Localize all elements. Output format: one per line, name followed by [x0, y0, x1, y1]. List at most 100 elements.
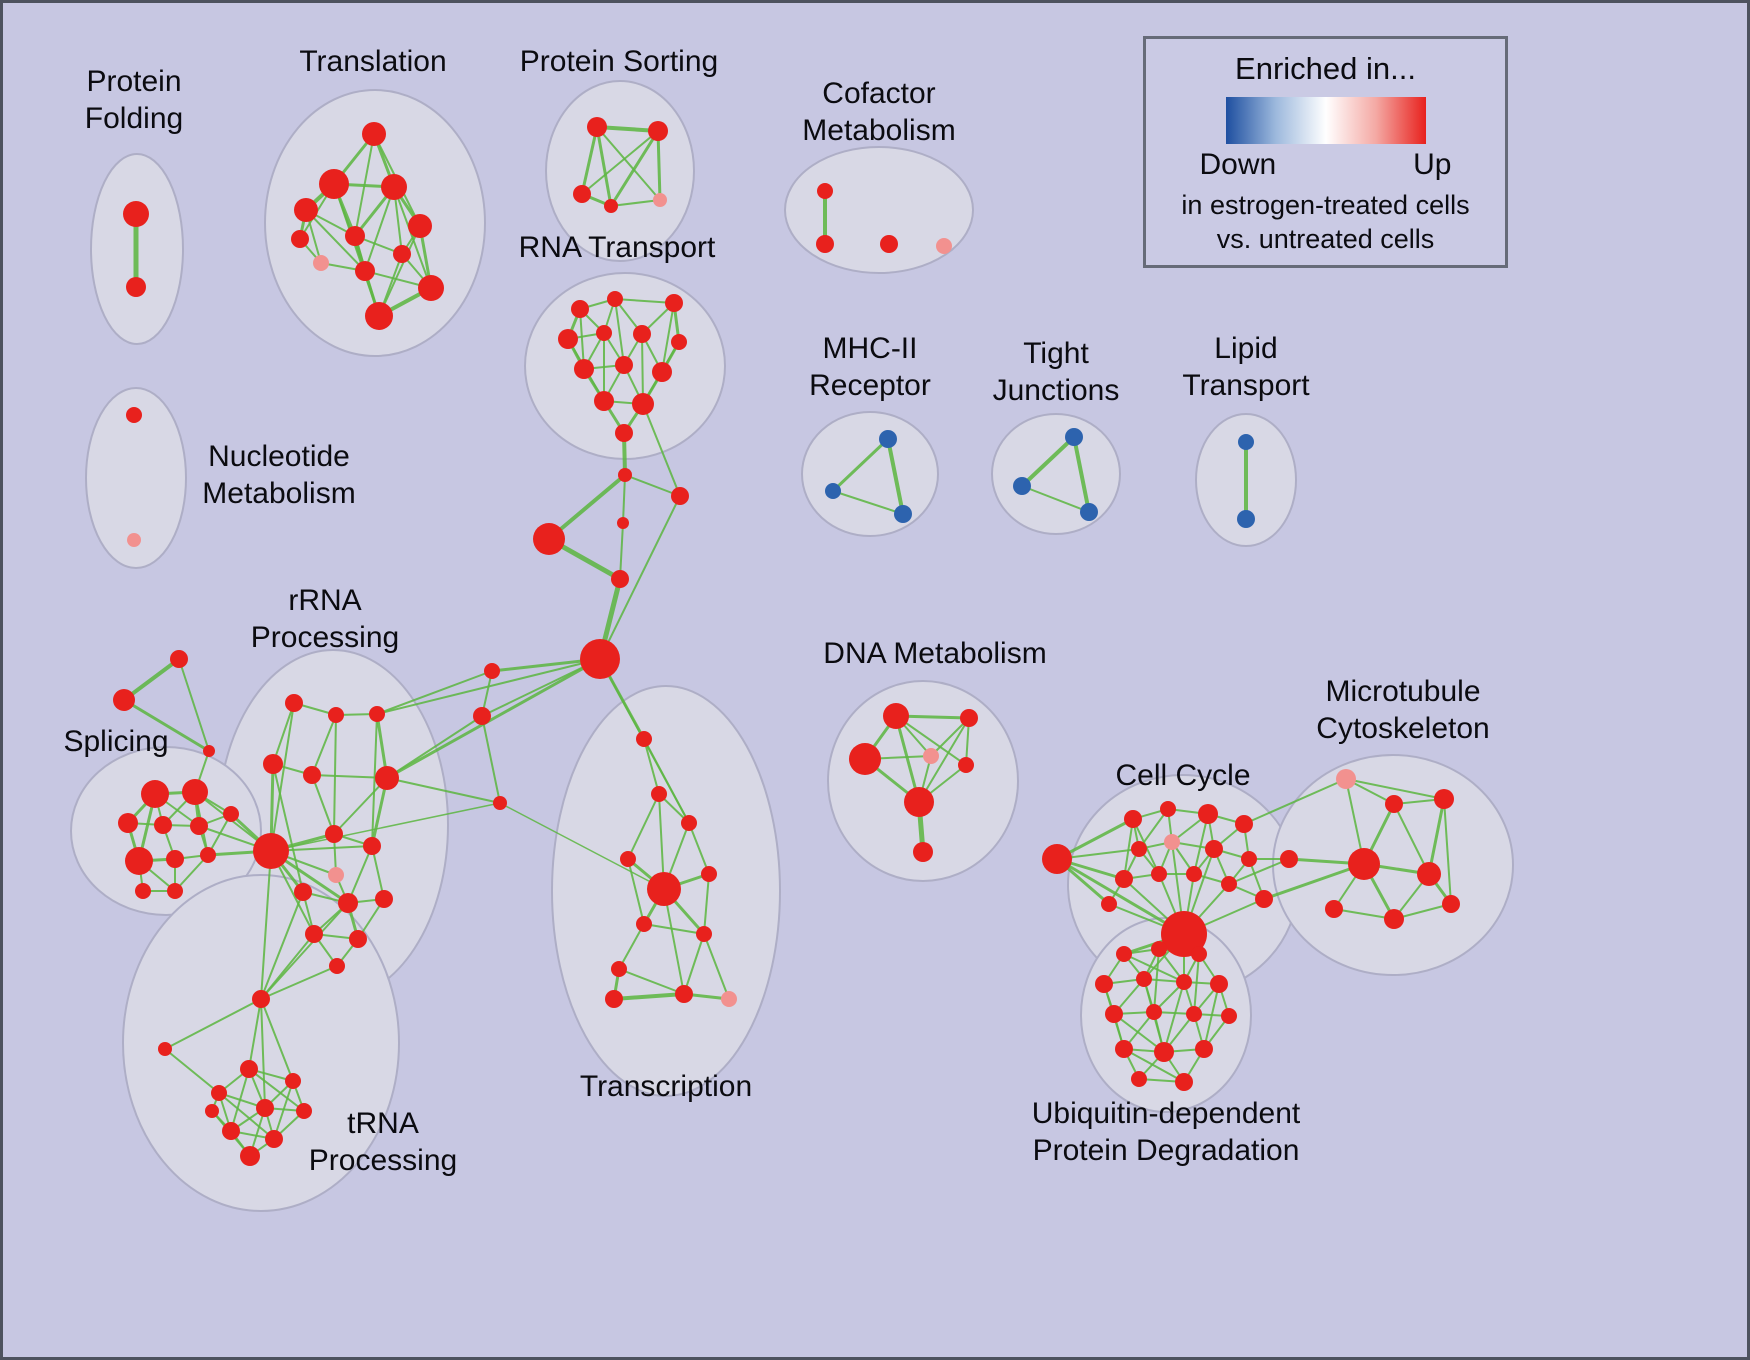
- network-node-rt3: [665, 294, 683, 312]
- network-edge: [305, 209, 366, 272]
- network-edge: [596, 126, 661, 201]
- network-edge: [612, 992, 686, 1001]
- legend-down-label: Down: [1199, 148, 1277, 181]
- network-node-c1: [618, 468, 632, 482]
- network-node-c5: [484, 663, 500, 679]
- network-edge: [371, 845, 385, 900]
- network-node-tc3: [681, 815, 697, 831]
- network-node-pf1: [123, 201, 149, 227]
- network-node-pf2: [126, 277, 146, 297]
- network-node-tp3: [240, 1060, 258, 1078]
- network-node-hub2: [580, 639, 620, 679]
- network-node-cc14: [1161, 911, 1207, 957]
- network-node-sp5: [190, 817, 208, 835]
- network-node-ub2: [1151, 941, 1167, 957]
- network-edge: [333, 714, 337, 835]
- network-node-t7: [291, 230, 309, 248]
- network-edge: [260, 998, 294, 1082]
- network-edge: [599, 495, 681, 660]
- network-edge: [618, 923, 645, 970]
- network-node-tp6: [256, 1099, 274, 1117]
- cluster-ellipse-tight-junctions: [991, 413, 1121, 535]
- network-node-rt12: [632, 393, 654, 415]
- network-edge: [272, 702, 295, 765]
- network-edge: [610, 199, 661, 207]
- network-edge: [385, 657, 602, 780]
- network-node-nm2: [127, 533, 141, 547]
- network-node-rt7: [671, 334, 687, 350]
- network-node-dm4: [923, 748, 939, 764]
- network-node-ub15: [1131, 1071, 1147, 1087]
- network-edge: [1345, 778, 1445, 800]
- network-node-rt4: [558, 329, 578, 349]
- network-edge: [347, 845, 373, 904]
- network-node-dm6: [904, 787, 934, 817]
- network-node-rr16: [329, 958, 345, 974]
- network-edge: [164, 998, 262, 1050]
- legend-title: Enriched in...: [1235, 51, 1416, 86]
- network-node-cc3: [1160, 801, 1176, 817]
- network-edge: [618, 968, 685, 995]
- network-edge: [270, 702, 295, 852]
- network-node-ub8: [1105, 1005, 1123, 1023]
- network-edge: [643, 738, 690, 824]
- network-node-rr11: [294, 883, 312, 901]
- network-edge: [703, 873, 710, 935]
- network-node-tj2: [1013, 477, 1031, 495]
- network-node-ub1: [1116, 946, 1132, 962]
- network-node-rr3: [369, 706, 385, 722]
- cluster-label: Translation: [299, 45, 446, 78]
- network-node-dm5: [958, 757, 974, 773]
- network-node-sp8: [166, 850, 184, 868]
- network-node-tp4: [285, 1073, 301, 1089]
- network-node-cc13: [1221, 876, 1237, 892]
- network-edge: [619, 522, 624, 580]
- network-node-tp10: [205, 1104, 219, 1118]
- network-node-ub10: [1186, 1006, 1202, 1022]
- network-node-t4: [381, 174, 407, 200]
- network-node-cc6: [1131, 841, 1147, 857]
- network-node-cc5: [1235, 815, 1253, 833]
- network-node-tc4: [620, 851, 636, 867]
- network-node-ub6: [1176, 974, 1192, 990]
- network-node-rr9: [328, 867, 344, 883]
- network-node-sp4: [154, 816, 172, 834]
- network-node-rr12: [338, 893, 358, 913]
- legend-caption-line1: in estrogen-treated cells: [1181, 190, 1470, 220]
- network-edge: [1123, 1048, 1185, 1083]
- network-node-t9: [355, 261, 375, 281]
- network-edge: [643, 738, 660, 795]
- network-edge: [1123, 953, 1185, 983]
- network-edge: [595, 125, 613, 208]
- network-edge: [1427, 797, 1446, 876]
- network-node-tc8: [696, 926, 712, 942]
- network-node-tp8: [222, 1122, 240, 1140]
- network-edge: [886, 437, 905, 516]
- network-node-cc2: [1124, 810, 1142, 828]
- legend-up-label: Up: [1413, 148, 1452, 181]
- network-node-ps1: [587, 117, 607, 137]
- network-edge: [260, 998, 266, 1109]
- network-node-tc12: [605, 990, 623, 1008]
- network-node-cc12: [1186, 866, 1202, 882]
- network-node-ub3: [1191, 946, 1207, 962]
- network-edge: [248, 998, 262, 1070]
- network-edge: [364, 186, 395, 272]
- network-node-ps4: [604, 199, 618, 213]
- network-edge: [311, 714, 337, 776]
- network-node-sp7: [125, 847, 153, 875]
- network-edge: [688, 822, 710, 875]
- network-edge: [270, 802, 501, 852]
- network-node-cc10: [1115, 870, 1133, 888]
- network-edge: [663, 888, 685, 995]
- network-node-mt5: [1348, 848, 1380, 880]
- network-node-ub5: [1136, 971, 1152, 987]
- network-node-hub1: [533, 523, 565, 555]
- network-edge: [164, 1048, 220, 1094]
- network-node-tc7: [636, 916, 652, 932]
- network-edge: [260, 902, 349, 1000]
- network-node-tp9: [265, 1130, 283, 1148]
